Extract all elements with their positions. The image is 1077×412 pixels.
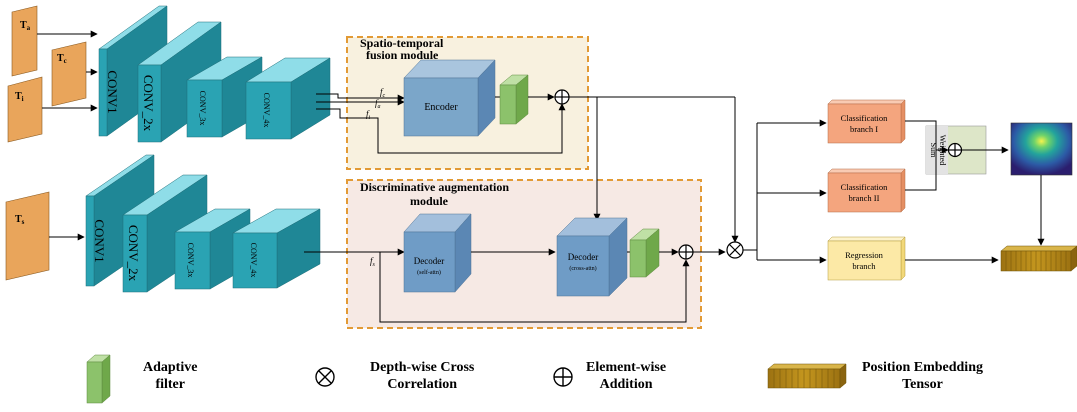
legend-position-tensor-icon [767,363,847,389]
augmentation-module-title-line1: Discriminative augmentation [360,180,509,194]
decoder2-sublabel: (cross-attn) [569,265,596,272]
element-wise-add-heads [947,142,963,158]
input-ts-label: T [15,214,22,225]
response-heatmap [1010,122,1073,176]
input-tc-label: T [57,53,64,64]
input-ti-sub: i [22,95,24,103]
top-conv4x-block: CONV_4x [245,57,331,140]
encoder-label: Encoder [424,102,458,113]
reg-label-line1: Regression [845,250,884,260]
legend-elem-add-line1: Element-wise [586,360,667,375]
legend-position-tensor-text: Position Embedding Tensor [862,359,983,393]
feature-fc-label: f [380,87,384,97]
element-wise-add-top [554,89,570,105]
svg-text:Ts: Ts [15,214,25,226]
legend-elem-add-line2: Addition [599,377,653,392]
legend-dw-corr-line2: Correlation [387,377,458,392]
legend-position-tensor: Position Embedding Tensor [862,359,1022,393]
feature-fs-sub: s [373,262,376,268]
bottom-conv3x-label: CONV_3x [186,243,195,278]
feature-fa-label: f [375,98,379,108]
legend-position-tensor-line2: Tensor [902,377,943,392]
svg-text:fa: fa [375,98,381,110]
legend-adaptive-filter-line1: Adaptive [143,360,198,375]
legend-dw-corr-text: Depth-wise Cross Correlation [370,359,474,393]
bottom-conv4x-label: CONV_4x [249,243,258,278]
feature-fi-label: f [366,109,370,119]
decoder1-sublabel: (self-attn) [417,269,441,276]
svg-text:fs: fs [370,256,376,268]
reg-label-line2: branch [852,261,876,271]
input-patch-ti: Ti [7,76,43,143]
input-patch-ta: Ta [11,5,38,77]
feature-fc-sub: c [383,93,386,99]
fusion-module-title-line2: fusion module [366,48,439,62]
cls2-label-line2: branch II [849,193,880,203]
encoder-block: Encoder [403,59,496,137]
input-ta-label: T [20,20,27,31]
svg-text:fi: fi [366,109,371,121]
input-ti-label: T [15,91,22,102]
legend-position-tensor-line1: Position Embedding [862,360,983,375]
decoder-cross-attn-block: Decoder (cross-attn) [556,217,628,297]
bottom-conv1-label: CONV1 [92,219,107,262]
adaptive-filter-bottom [629,228,660,278]
input-ts-sub: s [22,218,25,226]
legend-dw-corr-line1: Depth-wise Cross [370,360,475,375]
svg-text:Ti: Ti [15,91,24,103]
legend-elem-add: Element-wise Addition [586,359,696,393]
bottom-conv2x-label: CONV_2x [126,225,141,282]
legend: Adaptive filter Depth-wise Cross Correla… [0,352,1077,412]
svg-text:Tc: Tc [57,53,67,65]
top-conv2x-label: CONV_2x [141,75,156,132]
bottom-conv3x-block: CONV_3x [174,208,251,290]
input-patch-tc: Tc [51,41,87,107]
element-wise-add-bottom [678,244,694,260]
weighted-sum-line2: Sum [929,143,938,158]
input-ta-sub: a [27,24,31,32]
top-conv3x-label: CONV_3x [198,91,207,126]
legend-elem-add-icon [553,367,573,387]
legend-dw-corr: Depth-wise Cross Correlation [370,359,510,393]
legend-adaptive-filter: Adaptive filter [143,359,223,393]
adaptive-filter-top [499,74,529,125]
top-conv1-label: CONV1 [105,70,120,113]
augmentation-module-title-line2: module [410,194,449,208]
top-conv4x-label: CONV_4x [262,93,271,128]
fusion-module-title-line1: Spatio-temporal [360,36,444,50]
feature-fa-sub: a [378,104,381,110]
decoder1-label: Decoder [414,256,444,266]
legend-adaptive-filter-icon [86,354,111,404]
svg-text:fc: fc [380,87,386,99]
cls1-label-line2: branch I [850,124,878,134]
legend-adaptive-filter-line2: filter [155,377,185,392]
regression-branch: Regression branch [827,236,906,281]
decoder2-label: Decoder [568,252,598,262]
classification-branch-2: Classification branch II [827,168,906,213]
input-patch-ts: Ts [5,191,50,281]
feature-fi-sub: i [369,115,371,121]
position-embedding-tensor [1000,245,1077,272]
input-tc-sub: c [64,57,67,65]
legend-adaptive-filter-text: Adaptive filter [143,359,197,393]
legend-elem-add-text: Element-wise Addition [586,359,666,393]
legend-dw-corr-icon [315,367,335,387]
cls1-label-line1: Classification [841,113,888,123]
bottom-conv4x-block: CONV_4x [232,208,321,289]
depthwise-correlation-node [726,241,744,259]
decoder-self-attn-block: Decoder (self-attn) [403,213,472,293]
classification-branch-1: Classification branch I [827,99,906,144]
feature-fs-label: f [370,256,374,266]
cls2-label-line1: Classification [841,182,888,192]
svg-text:Ta: Ta [20,20,31,32]
